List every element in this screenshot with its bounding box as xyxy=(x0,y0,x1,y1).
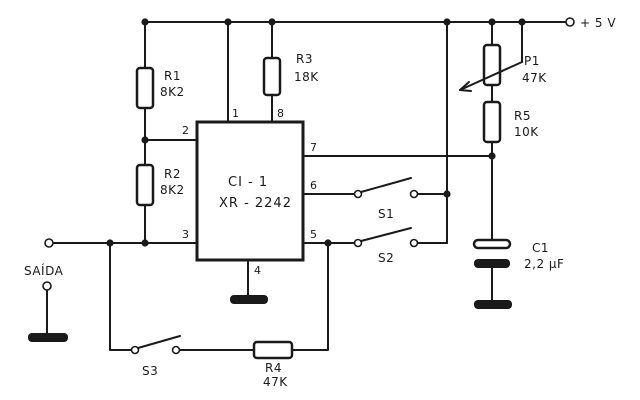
switch-s1 xyxy=(353,177,419,199)
r3-value: 18K xyxy=(294,70,319,84)
ic-label-line1: CI - 1 xyxy=(228,175,268,190)
potentiometer-body xyxy=(482,43,502,87)
ic-pin-5: 5 xyxy=(310,228,317,241)
ic-pin-2: 2 xyxy=(182,124,189,137)
ic-pin-7: 7 xyxy=(310,141,317,154)
ic-pin-1: 1 xyxy=(232,107,239,120)
ic-pin-6: 6 xyxy=(310,179,317,192)
ic-body xyxy=(195,120,305,262)
c1-value: 2,2 µF xyxy=(524,257,564,271)
junction-dot xyxy=(141,136,149,144)
s3-label: S3 xyxy=(142,364,158,378)
junction-dots xyxy=(106,18,526,247)
capacitor-bottom-plate xyxy=(474,259,510,268)
s2-contact-right xyxy=(409,238,419,248)
output-label: SAÍDA xyxy=(24,263,64,278)
r3-name: R3 xyxy=(296,52,313,66)
r2-name: R2 xyxy=(164,167,181,181)
capacitor-top-plate xyxy=(472,238,512,250)
p1-value: 47K xyxy=(522,71,547,85)
c1-name: C1 xyxy=(532,241,549,255)
resistor-r1 xyxy=(135,66,155,110)
output-terminal xyxy=(44,238,54,248)
capacitor-c1 xyxy=(472,238,512,268)
junction-dot xyxy=(268,18,276,26)
s1-label: S1 xyxy=(378,207,394,221)
capacitor-ground-bar xyxy=(474,300,512,309)
supply-terminal xyxy=(565,17,575,27)
junction-dot xyxy=(443,190,451,198)
r4-value: 47K xyxy=(263,375,288,389)
switch-s2 xyxy=(353,227,419,248)
r5-value: 10K xyxy=(514,125,539,139)
resistor-r5 xyxy=(482,100,502,144)
resistor-r4 xyxy=(252,340,294,360)
ic-ground-bar xyxy=(230,295,268,304)
junction-dot xyxy=(488,18,496,26)
p1-name: P1 xyxy=(524,54,540,68)
junction-dot xyxy=(324,239,332,247)
s2-label: S2 xyxy=(378,251,394,265)
r4-name: R4 xyxy=(265,361,282,375)
r1-name: R1 xyxy=(164,69,181,83)
s2-blade xyxy=(360,227,412,242)
supply-label: + 5 V xyxy=(580,16,616,30)
resistor-r3 xyxy=(262,56,282,97)
s3-blade xyxy=(137,335,181,349)
junction-dot xyxy=(488,152,496,160)
r5-name: R5 xyxy=(514,109,531,123)
output-probe-terminal xyxy=(42,281,52,291)
switch-s3 xyxy=(130,335,181,355)
junction-dot xyxy=(141,239,149,247)
wires xyxy=(46,21,568,351)
s2-contact-left xyxy=(353,238,363,248)
junction-dot xyxy=(106,239,114,247)
s1-blade xyxy=(360,177,412,193)
s3-contact-right xyxy=(171,345,181,355)
junction-dot xyxy=(141,18,149,26)
junction-dot xyxy=(443,18,451,26)
output-probe-bar xyxy=(28,333,68,342)
ic-pin-8: 8 xyxy=(277,107,284,120)
s3-contact-left xyxy=(130,345,140,355)
potentiometer-wiper-arrow xyxy=(459,61,523,91)
r2-value: 8K2 xyxy=(160,183,185,197)
potentiometer-p1 xyxy=(459,43,523,92)
ic-pin-4: 4 xyxy=(254,264,261,277)
arrowhead-icon xyxy=(459,81,472,92)
resistor-r2 xyxy=(135,163,155,207)
ic-pin-3: 3 xyxy=(182,228,189,241)
r1-value: 8K2 xyxy=(160,85,185,99)
junction-dot xyxy=(518,18,526,26)
s1-contact-right xyxy=(409,189,419,199)
junction-dot xyxy=(224,18,232,26)
s1-contact-left xyxy=(353,189,363,199)
ic-label-line2: XR - 2242 xyxy=(219,196,292,211)
ic-chip: CI - 1 XR - 2242 1 8 2 7 6 3 5 4 xyxy=(182,107,317,277)
